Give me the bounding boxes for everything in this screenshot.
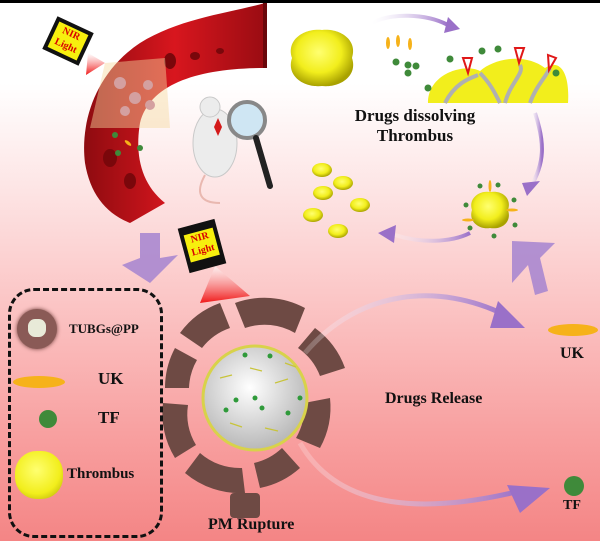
uk-release-label: UK [560, 345, 584, 362]
thrombus-dissolving [424, 45, 569, 104]
tf-drug-icon [39, 410, 57, 428]
arrow-into-legend [122, 233, 178, 283]
arrow-up-to-cycle [512, 241, 555, 295]
nanoparticle-icon [17, 309, 57, 349]
legend-item: UK [13, 366, 153, 396]
thrombus-small-attacked [462, 180, 518, 239]
nir-beam-bottom [200, 266, 250, 303]
legend-item: Thrombus [15, 451, 160, 501]
magnifier-icon [227, 100, 273, 189]
drugs-release-label: Drugs Release [385, 390, 483, 407]
release-arrow-uk [303, 293, 507, 355]
released-tf-icon [564, 476, 584, 496]
thrombus-cycle [290, 13, 569, 243]
legend-item: TF [13, 406, 153, 436]
uk-drug-icon [13, 376, 65, 388]
thrombus-large [290, 29, 354, 87]
thrombus-icon [15, 451, 63, 499]
nir-beam-top [86, 53, 105, 75]
diagram-graphics [84, 3, 598, 518]
pm-rupture-label: PM Rupture [208, 516, 295, 533]
mouse-icon [192, 96, 238, 204]
drugs-dissolving-label: Drugs dissolving Thrombus [354, 106, 476, 145]
tf-release-label: TF [563, 498, 581, 513]
legend-item: TUBGs@PP [17, 309, 157, 353]
blood-vessel [84, 3, 267, 223]
thrombus-fragments [303, 163, 370, 238]
legend: TUBGs@PP UK TF Thrombus [8, 288, 163, 538]
nanoparticle-rupture [162, 297, 345, 518]
release-arrow-tf [297, 441, 521, 507]
released-uk-icon [548, 324, 598, 336]
